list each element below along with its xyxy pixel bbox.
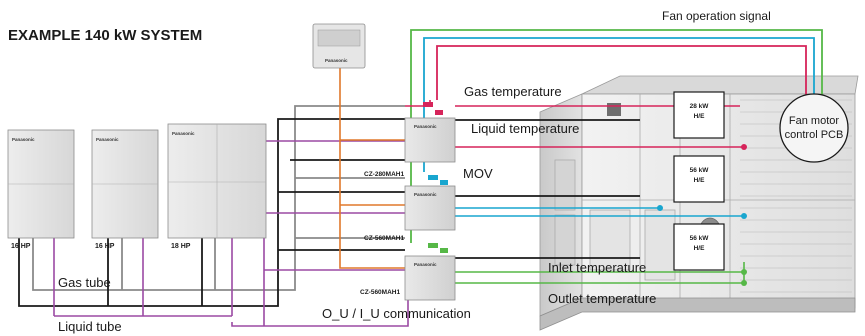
outdoor-unit-brand: Panasonic — [96, 137, 119, 142]
outdoor-unit: Panasonic 16 HP — [7, 129, 75, 250]
gas-tube-label: Gas tube — [58, 275, 111, 290]
control-kit-model: CZ-280MAH1 — [364, 171, 404, 178]
outdoor-unit: Panasonic 16 HP — [91, 129, 159, 250]
communication-label: O_U / I_U communication — [322, 306, 471, 321]
liquid-temperature-label: Liquid temperature — [471, 121, 579, 136]
wall-controller: Panasonic — [312, 23, 366, 69]
heat-exchanger-type: H/E — [694, 177, 706, 184]
control-kit-model: CZ-560MAH1 — [360, 289, 400, 296]
outdoor-unit-hp-label: 16 HP — [11, 243, 31, 250]
controller-wire — [339, 68, 405, 269]
heat-exchanger-type: H/E — [694, 113, 706, 120]
control-kit: Panasonic CZ-560MAH1 — [360, 255, 456, 301]
liquid-tube-label: Liquid tube — [58, 319, 122, 334]
heat-exchanger: 56 kW H/E — [673, 223, 725, 271]
control-kit-brand: Panasonic — [414, 124, 437, 129]
heat-exchanger-capacity: 28 kW — [690, 103, 710, 110]
control-kit: Panasonic CZ-560MAH1 — [364, 185, 456, 242]
heat-exchanger: 56 kW H/E — [673, 155, 725, 203]
outdoor-unit-brand: Panasonic — [172, 131, 195, 136]
outdoor-unit: Panasonic 18 HP — [167, 123, 267, 250]
controller-brand: Panasonic — [325, 58, 348, 63]
gas-temperature-label: Gas temperature — [464, 84, 562, 99]
fan-motor-pcb: Fan motor control PCB — [779, 93, 849, 163]
heat-exchanger-capacity: 56 kW — [690, 235, 710, 242]
liquid-tube-lines — [18, 118, 640, 307]
control-kit-model: CZ-560MAH1 — [364, 235, 404, 242]
sensor-dots — [657, 144, 747, 286]
gas-tube-lines — [32, 105, 405, 291]
control-kit-brand: Panasonic — [414, 262, 437, 267]
fan-pcb-label-line2: control PCB — [785, 129, 844, 141]
outlet-temperature-label: Outlet temperature — [548, 291, 656, 306]
control-kit-brand: Panasonic — [414, 192, 437, 197]
mov-label: MOV — [463, 166, 493, 181]
fan-signal-label: Fan operation signal — [662, 9, 771, 23]
heat-exchanger-type: H/E — [694, 245, 706, 252]
inlet-temperature-label: Inlet temperature — [548, 260, 646, 275]
diagram-title: EXAMPLE 140 kW SYSTEM — [8, 27, 202, 44]
mov-lines — [455, 207, 744, 217]
kit-sensor-fittings — [423, 102, 448, 253]
heat-exchanger: 28 kW H/E — [673, 91, 725, 139]
fan-pcb-label-line1: Fan motor — [789, 115, 839, 127]
heat-exchanger-capacity: 56 kW — [690, 167, 710, 174]
outdoor-unit-brand: Panasonic — [12, 137, 35, 142]
control-kit: Panasonic CZ-280MAH1 — [364, 117, 456, 178]
outdoor-unit-hp-label: 16 HP — [95, 243, 115, 250]
outdoor-unit-hp-label: 18 HP — [171, 243, 191, 250]
